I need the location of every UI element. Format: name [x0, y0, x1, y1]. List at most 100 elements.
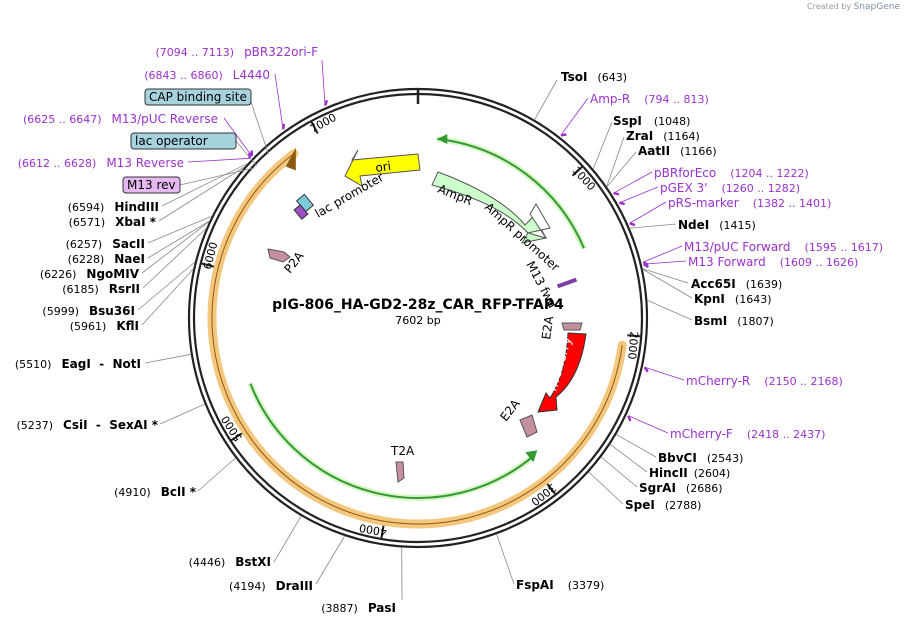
primer-range: (1382 .. 1401)	[753, 197, 832, 210]
enzyme-leader-line	[141, 221, 210, 274]
primer-name: Amp-R	[590, 92, 630, 106]
enzyme-name: RsrII	[109, 282, 140, 296]
enzyme-position: (1643)	[735, 293, 772, 306]
primer-leader-line	[321, 59, 326, 106]
enzyme-leader-line	[144, 353, 191, 364]
svg-text:M13 Forward(1609 .. 1626): M13 Forward(1609 .. 1626)	[688, 255, 858, 269]
t2a-arrow	[395, 461, 405, 483]
svg-text:(6257)SacII: (6257)SacII	[66, 237, 145, 251]
primer-leader-line	[643, 245, 683, 263]
enzyme-position: (1807)	[737, 315, 774, 328]
m13-rev-label: M13 rev	[127, 178, 176, 192]
primer-range: (794 .. 813)	[644, 93, 709, 106]
ampr-promoter-label: AmpR promoter	[482, 200, 562, 274]
svg-text:(4446)BstXI: (4446)BstXI	[189, 555, 271, 569]
enzyme-labels-right: TsoI(643) SspI(1048) ZraI(1164) AatII(11…	[516, 70, 782, 592]
snapgene-watermark: Created by SnapGene	[807, 2, 900, 12]
primer-range: (6625 .. 6647)	[23, 113, 102, 126]
enzyme-position: (6228)	[68, 253, 105, 266]
svg-text:pRS-marker(1382 .. 1401): pRS-marker (1382 .. 1401)	[668, 196, 831, 210]
enzyme-position: (3887)	[321, 602, 358, 615]
svg-text:(6185)RsrII: (6185) RsrII	[62, 282, 140, 296]
enzyme-leader-line	[142, 228, 207, 289]
svg-text:(5961)KflI: (5961)KflI	[70, 319, 139, 333]
svg-text:(6594)HindIII: (6594) HindIII	[68, 200, 159, 214]
enzyme-name: SspI	[613, 114, 642, 128]
enzyme-name: SgrAI	[639, 481, 676, 495]
svg-text:(6571)XbaI *: (6571)XbaI *	[69, 215, 157, 229]
enzyme-leader-line	[609, 443, 648, 473]
svg-text:pGEX 3'(1260 .. 1282): pGEX 3'(1260 .. 1282)	[660, 181, 800, 195]
primer-range: (1204 .. 1222)	[730, 167, 809, 180]
primer-leader-line	[274, 73, 284, 130]
enzyme-leader-line	[147, 215, 212, 244]
enzyme-leader-line	[158, 166, 246, 222]
enzyme-name: Acc65I	[691, 277, 736, 291]
primer-range: (7094 .. 7113)	[156, 46, 235, 59]
tick-mark	[571, 165, 584, 177]
enzyme-name: HincII	[649, 466, 688, 480]
enzyme-leader-line	[496, 534, 515, 585]
enzyme-position: (2543)	[707, 452, 744, 465]
primer-range: (1609 .. 1626)	[780, 256, 859, 269]
svg-text:BsmI(1807): BsmI(1807)	[694, 314, 774, 328]
m13-fwd-feature	[556, 277, 578, 289]
svg-text:HincII(2604): HincII (2604)	[649, 466, 730, 480]
svg-text:(4194)DraIII: (4194)DraIII	[229, 579, 313, 593]
primer-site-mark	[627, 415, 632, 422]
enzyme-name: SpeI	[625, 498, 655, 512]
primer-leader-line	[223, 117, 253, 157]
enzyme-position: (1166)	[680, 145, 717, 158]
enzyme-leader-line	[642, 269, 693, 299]
ampr-orf-arrowhead	[437, 134, 448, 144]
enzyme-name: TsoI	[561, 70, 587, 84]
enzyme-labels-left: (3887)PasI (4194)DraIII (4446)BstXI (491…	[15, 200, 396, 615]
label-leader-lines	[137, 59, 693, 601]
svg-text:M13/pUC Forward(1595 .. 1617): M13/pUC Forward(1595 .. 1617)	[684, 240, 883, 254]
tick-mark	[310, 120, 319, 134]
enzyme-position: (6594)	[68, 201, 105, 214]
enzyme-name: NaeI	[114, 252, 145, 266]
enzyme-position: (1164)	[663, 130, 700, 143]
tick-mark	[230, 432, 243, 442]
primer-name: M13 Reverse	[106, 156, 184, 170]
svg-text:(6228)NaeI: (6228) NaeI	[68, 252, 145, 266]
primer-leader-line	[560, 97, 589, 136]
created-by-text: Created by	[807, 2, 852, 11]
ampr-promoter-arrow	[527, 203, 551, 239]
primer-name: pBR322ori-F	[244, 45, 318, 59]
primer-range: (6843 .. 6860)	[144, 69, 223, 82]
enzyme-position: (2604)	[694, 467, 731, 480]
enzyme-position: (4910)	[114, 486, 151, 499]
svg-text:SpeI(2788): SpeI(2788)	[625, 498, 701, 512]
enzyme-leader-line	[273, 515, 302, 563]
primer-name: mCherry-F	[670, 427, 733, 441]
svg-text:(7094 .. 7113)pBR322ori-F: (7094 .. 7113) pBR322ori-F	[156, 45, 319, 59]
enzyme-name: AatII	[638, 144, 670, 158]
primer-name: pRS-marker	[668, 196, 739, 210]
svg-text:(5510)EagI - NotI: (5510)EagI - NotI	[15, 357, 141, 371]
primer-name: pBRforEco	[654, 166, 716, 180]
enzyme-leader-line	[315, 535, 345, 585]
enzyme-position: (1415)	[719, 219, 756, 232]
enzyme-position: (6185)	[62, 283, 99, 296]
tick-mark	[627, 334, 642, 338]
feature-leader-line	[249, 98, 269, 155]
enzyme-position: (1639)	[746, 278, 783, 291]
ori-feature-arrow	[344, 149, 421, 187]
svg-text:BbvCI(2543): BbvCI(2543)	[658, 451, 743, 465]
enzyme-position: (4194)	[229, 580, 266, 593]
enzyme-name: NdeI	[678, 218, 709, 232]
primer-leader-line	[643, 260, 687, 265]
primer-name: mCherry-R	[686, 374, 750, 388]
enzyme-name: HindIII	[114, 200, 159, 214]
svg-text:(6843 .. 6860)L4440: (6843 .. 6860)L4440	[144, 68, 270, 82]
primer-labels-left: (7094 .. 7113) pBR322ori-F (6843 .. 6860)…	[18, 45, 318, 170]
svg-text:pBRforEco(1204 .. 1222): pBRforEco (1204 .. 1222)	[654, 166, 809, 180]
svg-text:Amp-R(794 .. 813): Amp-R (794 .. 813)	[590, 92, 709, 106]
p2a-arrow	[267, 248, 291, 263]
svg-text:(4910)BclI *: (4910)BclI *	[114, 485, 197, 499]
svg-text:(6625 .. 6647)M13/pUC Reverse: (6625 .. 6647)M13/pUC Reverse	[23, 112, 218, 126]
primer-site-mark	[643, 263, 650, 269]
ori-label: ori	[374, 159, 391, 175]
